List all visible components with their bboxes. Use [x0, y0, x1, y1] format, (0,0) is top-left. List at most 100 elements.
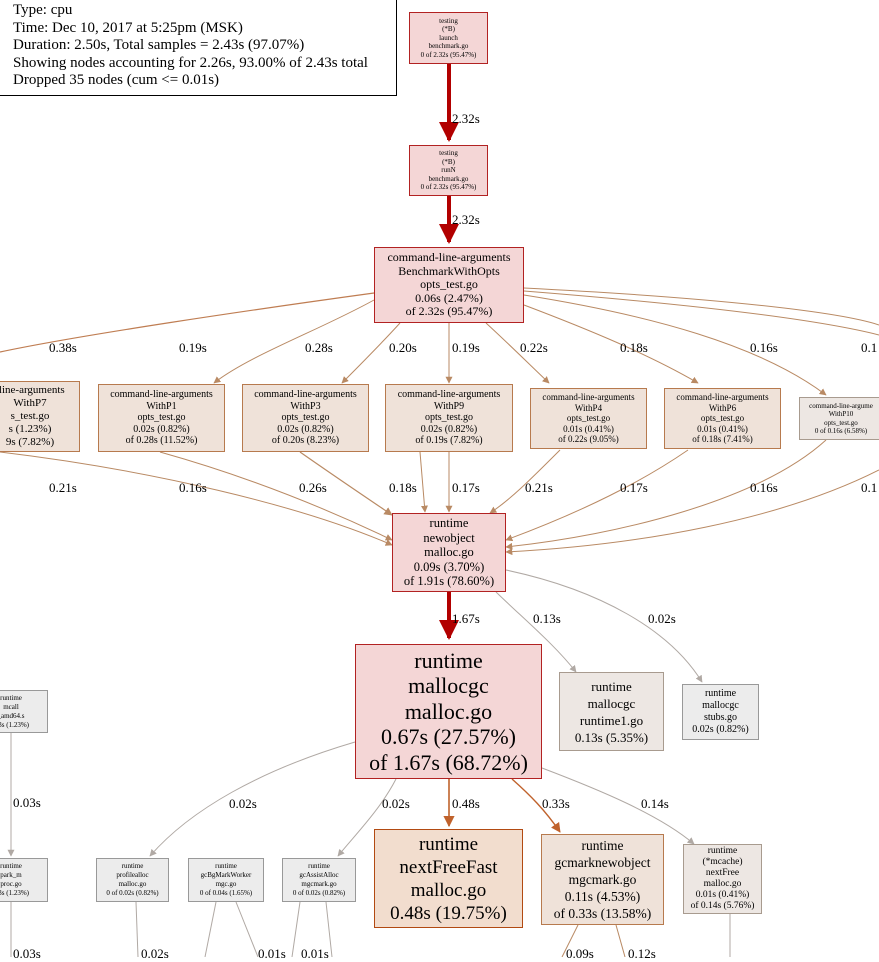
edge-p9a-no — [419, 451, 428, 513]
node-line: mallocgc — [702, 700, 739, 711]
node-line: opts_test.go — [700, 413, 745, 424]
node-line: mcall — [3, 702, 19, 711]
node-mcall[interactable]: runtime mcall _amd64.s .03s (1.23%) — [0, 690, 48, 733]
node-line: 0.02s (0.82%) — [420, 423, 478, 435]
node-line: runtime — [0, 693, 22, 702]
node-line: runtime — [121, 862, 144, 870]
node-line: 0 of 0.16s (6.58%) — [814, 426, 868, 435]
edge-label: 0.16s — [179, 480, 207, 495]
node-line: opts_test.go — [824, 418, 858, 427]
node-line: WithP7 — [13, 397, 47, 409]
node-line: command-line-argume — [809, 401, 873, 410]
node-line: malloc.go — [424, 545, 474, 560]
edge-label: 0.17s — [620, 480, 648, 495]
node-withp10[interactable]: command-line-argume WithP10 opts_test.go… — [799, 397, 879, 440]
node-line: 0.13s (5.35%) — [574, 729, 649, 745]
node-line: of 0.22s (9.05%) — [558, 434, 619, 445]
node-testing-launch[interactable]: testing (*B) launch benchmark.go 0 of 2.… — [409, 12, 488, 64]
profile-legend: Type: cpu Time: Dec 10, 2017 at 5:25pm (… — [0, 0, 397, 96]
edge-label: 0.01s — [258, 946, 286, 961]
node-line: runtime — [414, 647, 483, 673]
node-gcmarknewobject[interactable]: runtime gcmarknewobject mgcmark.go 0.11s… — [541, 834, 664, 925]
edge-bwo-p6 — [523, 304, 699, 384]
edge-label: 0.1 — [861, 480, 878, 495]
node-line: -line-arguments — [0, 384, 65, 396]
node-line: runtime — [591, 678, 632, 694]
node-withp1[interactable]: command-line-arguments WithP1 opts_test.… — [98, 384, 225, 452]
edge-label: 0.16s — [750, 340, 778, 355]
node-line: 0.01s (0.41%) — [697, 423, 748, 434]
edge-label: 0.02s — [382, 796, 410, 811]
edge-no-r1 — [495, 591, 577, 673]
node-line: runtime1.go — [579, 712, 644, 728]
node-park-m[interactable]: runtime park_m proc.go .03s (1.23%) — [0, 858, 48, 902]
legend-time: Time: Dec 10, 2017 at 5:25pm (MSK) — [13, 19, 243, 36]
node-line: command-line-arguments — [542, 392, 635, 403]
node-line: WithP10 — [828, 410, 854, 419]
node-line: s (1.23%) — [8, 423, 52, 435]
node-withp9[interactable]: command-line-arguments WithP9 opts_test.… — [385, 384, 513, 452]
node-line: 0.11s (4.53%) — [564, 889, 641, 904]
node-mallocgc-stubs[interactable]: runtime mallocgc stubs.go 0.02s (0.82%) — [682, 684, 759, 740]
edge-label: 0.14s — [641, 796, 669, 811]
node-line: WithP3 — [290, 400, 321, 412]
node-line: command-line-arguments — [110, 389, 213, 401]
edge-label: 2.32s — [452, 111, 480, 126]
edge-p6-no — [505, 449, 689, 542]
edge-label: 0.38s — [49, 340, 77, 355]
node-line: proc.go — [0, 880, 22, 888]
node-newobject[interactable]: runtime newobject malloc.go 0.09s (3.70%… — [392, 513, 506, 592]
node-nextfreefast[interactable]: runtime nextFreeFast malloc.go 0.48s (19… — [374, 829, 523, 928]
node-line: WithP4 — [574, 402, 603, 413]
legend-showing: Showing nodes accounting for 2.26s, 93.0… — [13, 54, 368, 71]
node-line: benchmark.go — [428, 42, 469, 51]
node-line: 0 of 2.32s (95.47%) — [420, 183, 477, 192]
node-line: profilealloc — [116, 871, 149, 879]
edge-p7-no — [0, 451, 393, 546]
node-mallocgc-runtime1[interactable]: runtime mallocgc runtime1.go 0.13s (5.35… — [559, 672, 664, 751]
node-line: benchmark.go — [428, 174, 469, 183]
node-line: opts_test.go — [424, 412, 474, 424]
edge-label: 0.19s — [179, 340, 207, 355]
node-withp4[interactable]: command-line-arguments WithP4 opts_test.… — [530, 388, 647, 449]
node-line: of 1.91s (78.60%) — [403, 574, 495, 589]
edge-no-stubs — [505, 569, 703, 683]
edge-label: 0.28s — [305, 340, 333, 355]
node-line: launch — [439, 33, 458, 42]
edge-label: 0.12s — [628, 946, 656, 961]
node-line: mallocgc — [587, 695, 636, 711]
edge-assist-down-b — [325, 901, 333, 957]
node-line: WithP6 — [708, 402, 737, 413]
node-line: 0.01s (0.41%) — [563, 423, 614, 434]
legend-type: Type: cpu — [13, 2, 73, 18]
node-mallocgc[interactable]: runtime mallocgc malloc.go 0.67s (27.57%… — [355, 644, 542, 779]
node-gcbgmarkworker[interactable]: runtime gcBgMarkWorker mgc.go 0 of 0.04s… — [188, 858, 264, 902]
node-line: opts_test.go — [137, 412, 186, 424]
node-withp6[interactable]: command-line-arguments WithP6 opts_test.… — [664, 388, 781, 449]
edge-label: 0.20s — [389, 340, 417, 355]
edge-bwo-right1 — [523, 290, 879, 336]
edge-label: 0.01s — [301, 946, 329, 961]
node-line: malloc.go — [703, 879, 742, 889]
node-withp3[interactable]: command-line-arguments WithP3 opts_test.… — [242, 384, 369, 452]
legend-dropped: Dropped 35 nodes (cum <= 0.01s) — [13, 72, 220, 89]
node-withp7[interactable]: -line-arguments WithP7 s_test.go s (1.23… — [0, 381, 80, 452]
node-line: 0 of 0.02s (0.82%) — [292, 889, 346, 897]
node-mcache-nextfree[interactable]: runtime (*mcache) nextFree malloc.go 0.0… — [683, 844, 762, 914]
node-testing-runN[interactable]: testing (*B) runN benchmark.go 0 of 2.32… — [409, 145, 488, 196]
node-line: testing — [439, 16, 458, 25]
node-gcassistalloc[interactable]: runtime gcAssistAlloc mgcmark.go 0 of 0.… — [282, 858, 356, 902]
node-line: .03s (1.23%) — [0, 720, 29, 729]
node-line: runN — [441, 166, 456, 175]
node-benchmark-with-opts[interactable]: command-line-arguments BenchmarkWithOpts… — [374, 247, 524, 323]
node-line: nextFreeFast — [399, 856, 498, 878]
node-line: 0.02s (0.82%) — [277, 423, 334, 435]
node-line: .03s (1.23%) — [0, 889, 29, 897]
node-line: runtime — [429, 516, 469, 531]
edge-gcmark-down2 — [615, 924, 626, 957]
node-line: 9s (7.82%) — [5, 436, 55, 448]
node-profilealloc[interactable]: runtime profilealloc malloc.go 0 of 0.02… — [96, 858, 169, 902]
node-line: of 0.19s (7.82%) — [415, 435, 483, 447]
edge-bwo-right2 — [523, 287, 879, 326]
